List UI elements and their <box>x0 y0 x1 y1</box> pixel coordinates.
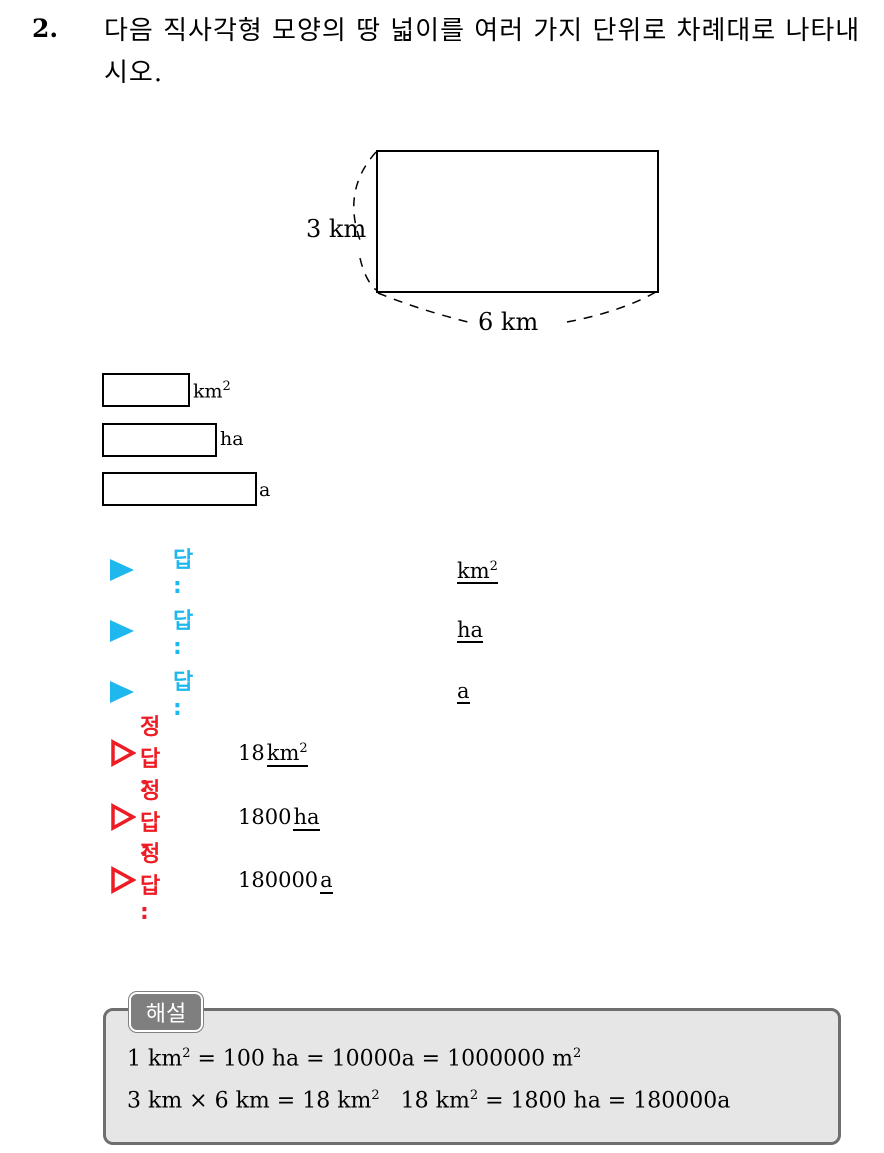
height-label: 3 km <box>306 215 366 243</box>
answer-box-unit-ha: ha <box>220 428 244 450</box>
height-brace-bottom <box>359 257 377 291</box>
play-icon <box>110 559 134 581</box>
answer-row-ha: 답 : ha <box>110 609 484 660</box>
answer-box-km2[interactable] <box>102 373 190 407</box>
explanation-box <box>103 1008 841 1145</box>
width-brace-left <box>377 292 469 323</box>
answer-box-ha[interactable] <box>102 423 217 457</box>
answer-label: 답 : <box>173 669 194 721</box>
explanation-line-1: 1 km2 = 100 ha = 10000a = 1000000 m2 <box>127 1046 582 1072</box>
question-number: 2. <box>32 14 59 43</box>
outline-play-icon <box>111 803 136 831</box>
explanation-tab: 해설 <box>129 992 203 1032</box>
question-text: 다음 직사각형 모양의 땅 넓이를 여러 가지 단위로 차례대로 나타내시오. <box>104 16 861 88</box>
play-icon <box>110 620 134 642</box>
outline-play-icon <box>111 739 136 767</box>
answer-unit-ha: ha <box>457 618 484 643</box>
answer-row-km2: 답 : km2 <box>110 548 498 599</box>
answer-row-a: 답 : a <box>110 670 470 721</box>
correct-value-ha: 1800ha <box>238 805 320 831</box>
play-icon <box>110 681 134 703</box>
outline-play-icon <box>111 866 136 894</box>
answer-unit-km2: km2 <box>457 556 498 584</box>
answer-label: 답 : <box>173 547 194 599</box>
land-rectangle <box>376 150 659 293</box>
correct-value-a: 180000a <box>238 868 333 894</box>
answer-box-unit-a: a <box>259 479 271 501</box>
width-label: 6 km <box>478 308 538 336</box>
correct-value-km2: 18km2 <box>238 741 308 767</box>
correct-label: 정답 : <box>140 714 161 798</box>
rectangle-figure: 3 km 6 km <box>290 140 670 344</box>
correct-label: 정답 : <box>140 778 161 862</box>
answer-box-unit-km2: km2 <box>193 379 231 403</box>
answer-unit-a: a <box>457 679 470 704</box>
rectangle-diagram: 3 km 6 km <box>306 150 659 336</box>
answer-label: 답 : <box>173 608 194 660</box>
width-brace-right <box>566 291 657 323</box>
explanation-line-2: 3 km × 6 km = 18 km2 18 km2 = 1800 ha = … <box>127 1088 731 1114</box>
correct-label: 정답 : <box>140 841 161 925</box>
answer-box-a[interactable] <box>102 472 257 506</box>
